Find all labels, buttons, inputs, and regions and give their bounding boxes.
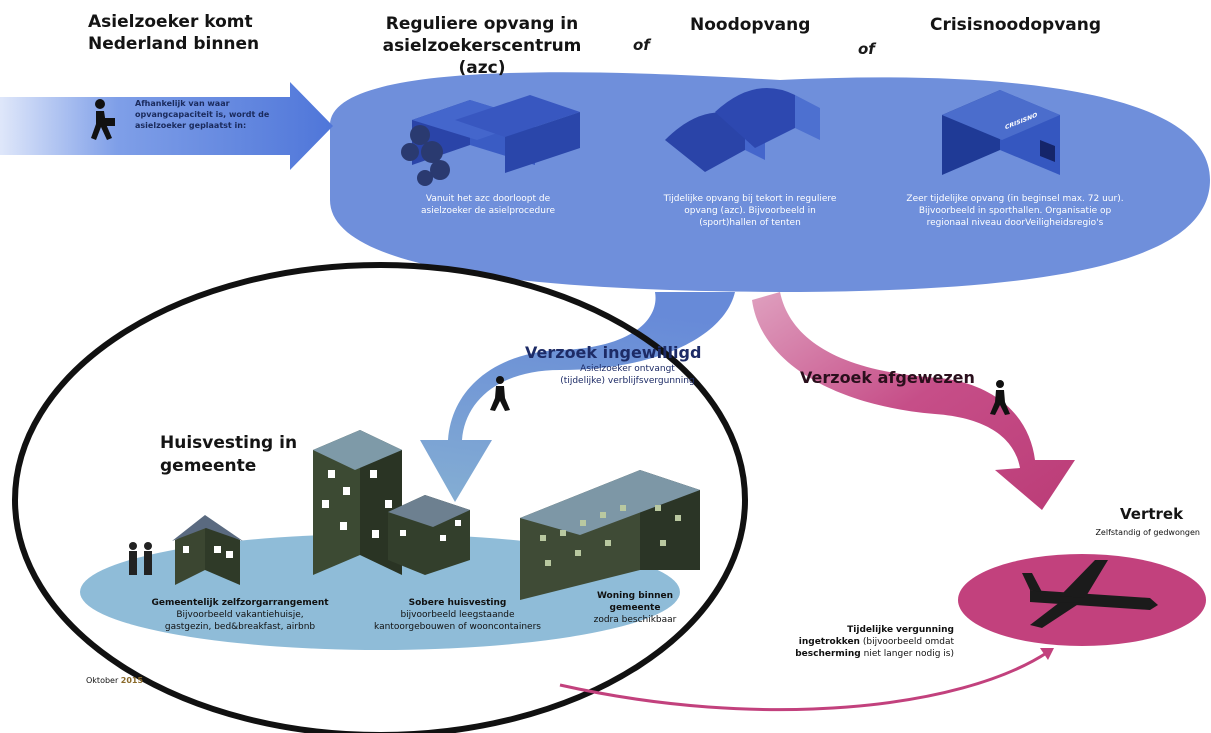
- azc-title-line2: asielzoekerscentrum: [382, 36, 582, 56]
- revoked-permit-text: Tijdelijke vergunning ingetrokken (bijvo…: [754, 624, 954, 660]
- crisis-desc-line1: Zeer tijdelijke opvang (in beginsel max.…: [906, 194, 1124, 204]
- noodopvang-tents: [665, 87, 820, 172]
- large-apartment-block: [520, 470, 700, 600]
- azc-building: [401, 95, 580, 186]
- crisis-desc-line2: Bijvoorbeeld in sporthallen. Organisatie…: [918, 206, 1112, 216]
- revoked-line3-b: niet langer nodig is): [863, 649, 954, 659]
- granted-subtitle: Asielzoeker ontvangt (tijdelijke) verbli…: [540, 363, 715, 387]
- airplane-icon: [1022, 560, 1158, 628]
- azc-title-line3: (azc): [458, 58, 506, 78]
- entry-arrow: [0, 82, 333, 170]
- rejected-title: Verzoek afgewezen: [800, 368, 975, 387]
- sober-housing-option: Sobere huisvesting bijvoorbeeld leegstaa…: [350, 597, 565, 633]
- noodopvang-title: Noodopvang: [690, 15, 811, 35]
- departure-subtitle: Zelfstandig of gedwongen: [1095, 528, 1200, 537]
- granted-sub-line2: (tijdelijke) verblijfsvergunning: [560, 376, 695, 386]
- municipality-ring: [12, 262, 748, 733]
- self-care-line1: Bijvoorbeeld vakantiehuisje,: [176, 610, 304, 620]
- revoked-line1-b: vergunning: [895, 625, 954, 635]
- crisis-description: Zeer tijdelijke opvang (in beginsel max.…: [880, 193, 1150, 229]
- person-walking-icon: [490, 376, 1010, 415]
- azc-desc-line2: asielzoeker de asielprocedure: [420, 206, 555, 216]
- people-icon: [129, 542, 152, 575]
- self-care-title: Gemeentelijk zelfzorgarrangement: [151, 598, 329, 608]
- footer-year: 2015: [120, 676, 144, 685]
- noodopvang-desc-line1: Tijdelijke opvang bij tekort in regulier…: [663, 194, 837, 204]
- person-walking-icon: [91, 99, 115, 140]
- arrive-title-line1: Asielzoeker komt: [88, 12, 253, 32]
- sober-housing-line2: kantoorgebouwen of wooncontainers: [374, 622, 541, 632]
- self-care-line2: gastgezin, bed&breakfast, airbnb: [164, 622, 316, 632]
- housing-title-line2: gemeente: [160, 456, 257, 476]
- home-title-line1: Woning binnen: [596, 591, 674, 601]
- home-line1: zodra beschikbaar: [593, 615, 677, 625]
- home-option: Woning binnen gemeente zodra beschikbaar: [570, 590, 700, 626]
- home-title-line2: gemeente: [609, 603, 661, 613]
- azc-title-line1: Reguliere opvang in: [385, 14, 579, 34]
- granted-flow-arrow: [420, 292, 735, 502]
- footer-date: Oktober 2015: [86, 676, 143, 685]
- revoked-line1-a: Tijdelijke: [847, 625, 894, 635]
- arrive-text: Afhankelijk van waar opvangcapaciteit is…: [135, 99, 270, 130]
- azc-description: Vanuit het azc doorloopt de asielzoeker …: [398, 193, 578, 217]
- departure-title: Vertrek: [1120, 505, 1184, 523]
- revoked-line2-a: ingetrokken: [798, 637, 860, 647]
- revoked-permit-arrow: [559, 650, 1049, 712]
- crisis-hall-building: [942, 90, 1060, 175]
- or-label-2: of: [858, 40, 875, 58]
- container-blocks: [388, 495, 470, 575]
- crisis-desc-line3: regionaal niveau doorVeiligheidsregio's: [926, 218, 1104, 228]
- noodopvang-description: Tijdelijke opvang bij tekort in regulier…: [640, 193, 860, 229]
- footer-month: Oktober: [86, 676, 119, 685]
- azc-desc-line1: Vanuit het azc doorloopt de: [425, 194, 551, 204]
- sober-housing-title: Sobere huisvesting: [408, 598, 507, 608]
- housing-title-line1: Huisvesting in: [160, 433, 298, 453]
- or-label-1: of: [633, 36, 650, 54]
- small-house: [172, 515, 243, 585]
- granted-title: Verzoek ingewilligd: [525, 343, 702, 362]
- arrive-title-line2: Nederland binnen: [88, 34, 260, 54]
- self-care-option: Gemeentelijk zelfzorgarrangement Bijvoor…: [130, 597, 350, 633]
- revoked-arrowhead: [1040, 648, 1054, 660]
- granted-sub-line1: Asielzoeker ontvangt: [580, 364, 675, 374]
- crisis-title: Crisisnoodopvang: [930, 15, 1102, 35]
- rejected-flow-arrow: [752, 292, 1075, 510]
- revoked-line3-a: bescherming: [795, 649, 861, 659]
- noodopvang-desc-line2: opvang (azc). Bijvoorbeeld in: [684, 206, 816, 216]
- sober-housing-line1: bijvoorbeeld leegstaande: [400, 610, 515, 620]
- noodopvang-desc-line3: (sport)hallen of tenten: [699, 218, 801, 228]
- revoked-line2-b: (bijvoorbeeld omdat: [862, 637, 954, 647]
